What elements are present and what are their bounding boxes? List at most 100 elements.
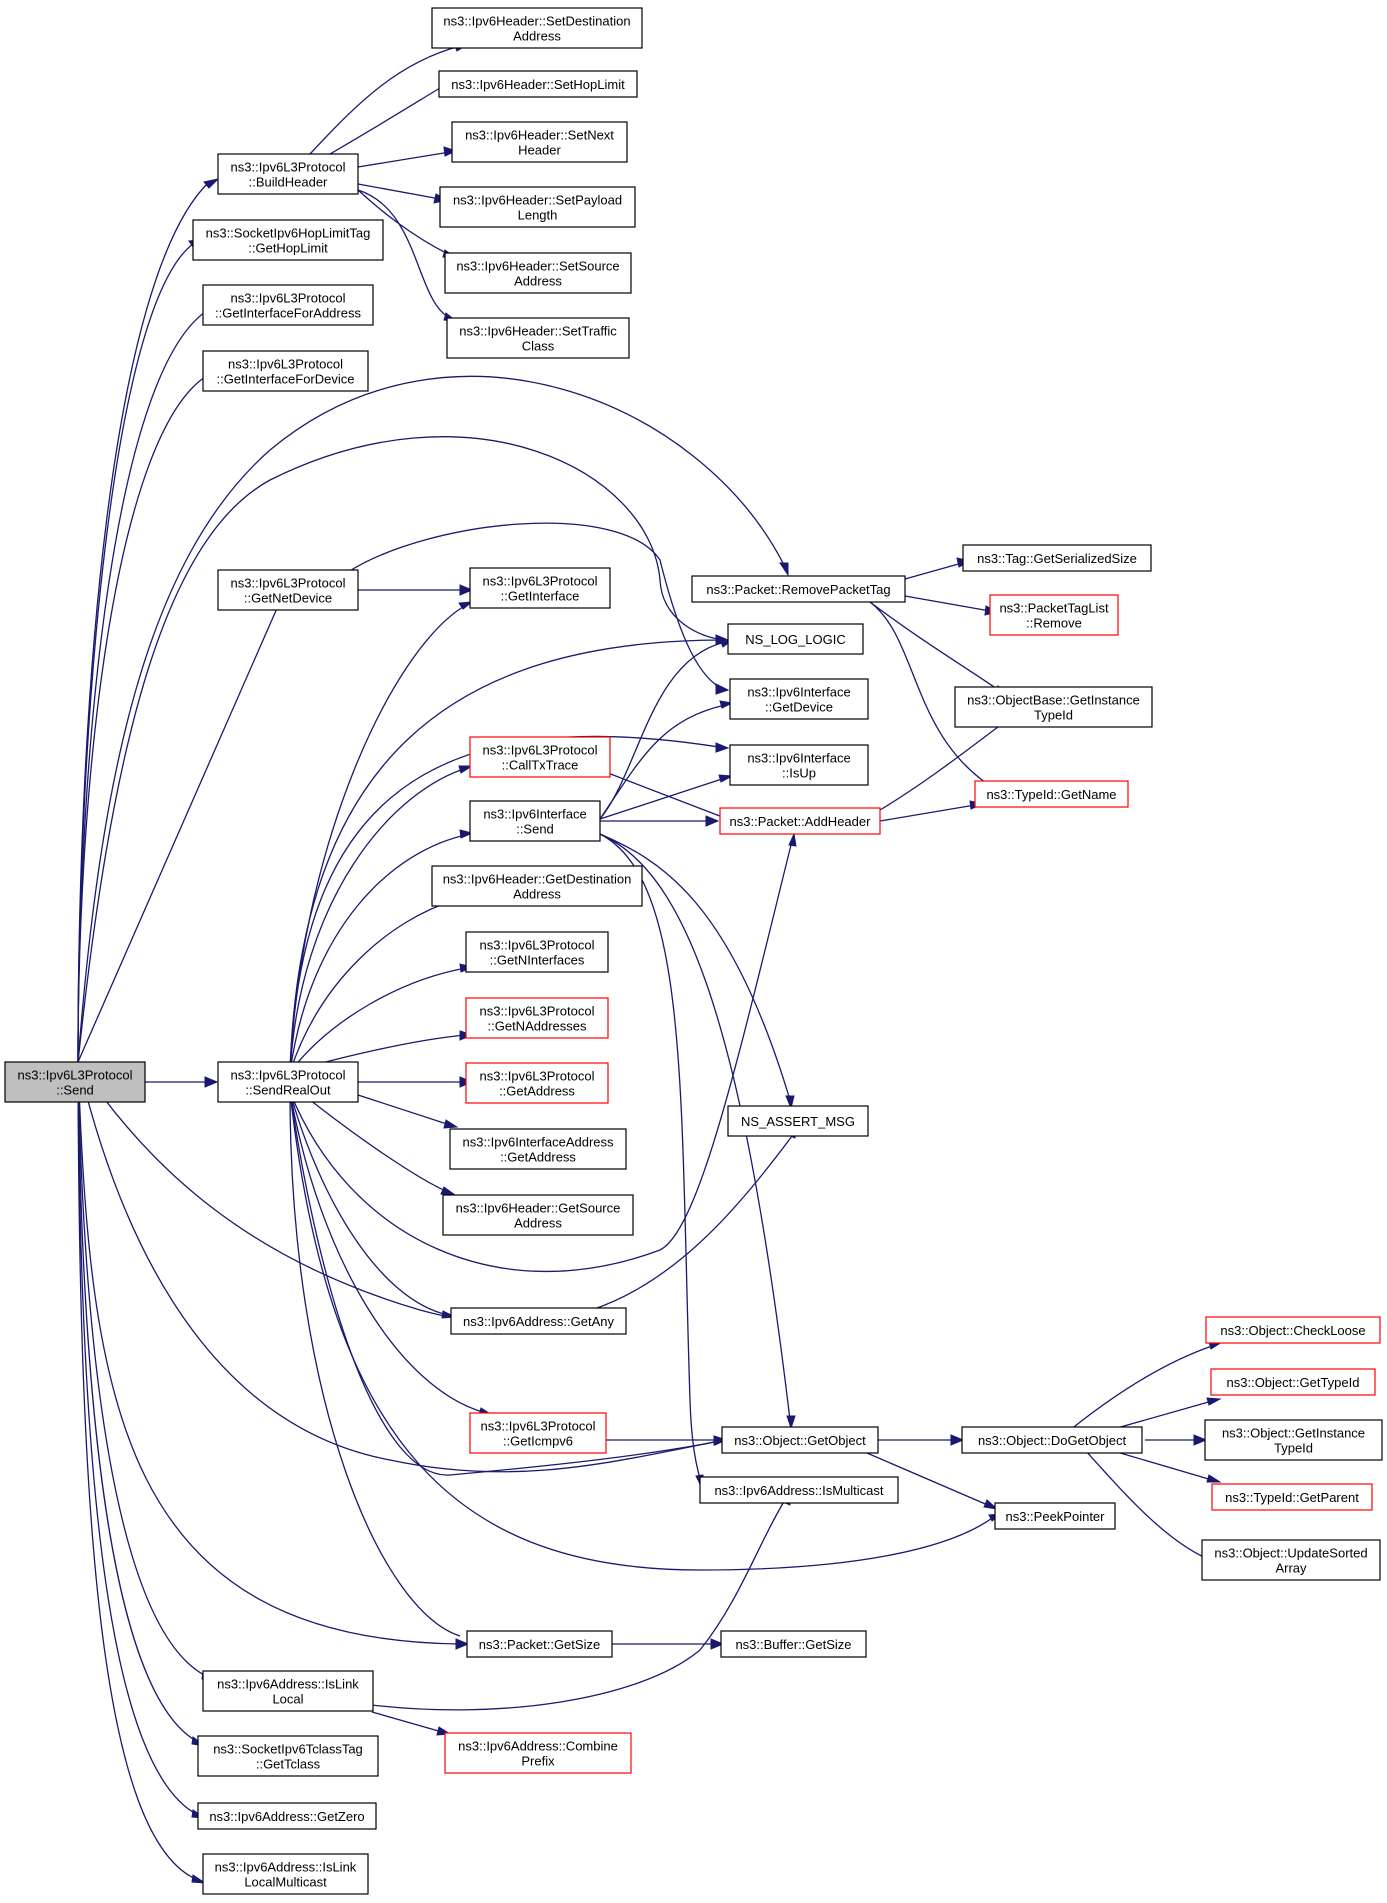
node-ipv6header-sethoplimit[interactable]: ns3::Ipv6Header::SetHopLimit (438, 70, 638, 98)
node-box[interactable] (719, 807, 881, 835)
node-packet-getsize[interactable]: ns3::Packet::GetSize (466, 1630, 613, 1658)
node-box[interactable] (994, 1502, 1116, 1530)
node-socketipv6tclasstag-gettclass[interactable]: ns3::SocketIpv6TclassTag::GetTclass (197, 1735, 379, 1777)
node-box[interactable] (431, 865, 643, 907)
node-packet-addheader[interactable]: ns3::Packet::AddHeader (719, 807, 881, 835)
node-ipv6l3protocol-calltxtrace[interactable]: ns3::Ipv6L3Protocol::CallTxTrace (469, 736, 611, 778)
node-box[interactable] (465, 997, 609, 1039)
node-box[interactable] (217, 1061, 359, 1103)
node-ipv6interface-send[interactable]: ns3::Ipv6Interface::Send (469, 800, 601, 842)
node-box[interactable] (469, 800, 601, 842)
node-box[interactable] (444, 1732, 632, 1774)
node-ipv6address-getzero[interactable]: ns3::Ipv6Address::GetZero (197, 1802, 377, 1830)
node-box[interactable] (954, 686, 1153, 728)
node-object-getobject[interactable]: ns3::Object::GetObject (721, 1426, 879, 1454)
node-box[interactable] (202, 1853, 369, 1895)
node-typeid-getparent[interactable]: ns3::TypeId::GetParent (1211, 1483, 1373, 1511)
node-box[interactable] (202, 1670, 374, 1712)
node-box[interactable] (974, 780, 1129, 808)
node-box[interactable] (202, 350, 369, 392)
node-box[interactable] (4, 1061, 146, 1103)
node-ipv6l3protocol-getninterfaces[interactable]: ns3::Ipv6L3Protocol::GetNInterfaces (465, 931, 609, 973)
node-object-checkloose[interactable]: ns3::Object::CheckLoose (1205, 1316, 1381, 1344)
node-tag-getserializedsize[interactable]: ns3::Tag::GetSerializedSize (962, 544, 1152, 572)
node-box[interactable] (729, 678, 869, 720)
node-box[interactable] (446, 317, 630, 359)
node-box[interactable] (202, 284, 374, 326)
node-sendrealout[interactable]: ns3::Ipv6L3Protocol::SendRealOut (217, 1061, 359, 1103)
node-box[interactable] (1201, 1539, 1381, 1581)
node-ipv6interface-isup[interactable]: ns3::Ipv6Interface::IsUp (729, 744, 869, 786)
node-box[interactable] (721, 1426, 879, 1454)
node-buffer-getsize[interactable]: ns3::Buffer::GetSize (720, 1630, 867, 1658)
node-box[interactable] (442, 1194, 634, 1236)
node-box[interactable] (1210, 1368, 1376, 1396)
node-object-dogetobject[interactable]: ns3::Object::DoGetObject (961, 1426, 1143, 1454)
node-box[interactable] (439, 186, 636, 228)
node-box[interactable] (449, 1128, 627, 1170)
node-box[interactable] (727, 1105, 869, 1137)
node-box[interactable] (466, 1630, 613, 1658)
node-box[interactable] (961, 1426, 1143, 1454)
node-ns-log-logic[interactable]: NS_LOG_LOGIC (727, 623, 864, 655)
node-box[interactable] (1205, 1316, 1381, 1344)
node-ipv6interface-getdevice[interactable]: ns3::Ipv6Interface::GetDevice (729, 678, 869, 720)
node-socketipv6hoplimittag-gethoplimit[interactable]: ns3::SocketIpv6HopLimitTag::GetHopLimit (192, 219, 384, 261)
node-box[interactable] (727, 623, 864, 655)
node-ipv6l3protocol-geticmpv6[interactable]: ns3::Ipv6L3Protocol::GetIcmpv6 (469, 1412, 607, 1454)
node-ipv6l3protocol-getnaddresses[interactable]: ns3::Ipv6L3Protocol::GetNAddresses (465, 997, 609, 1039)
node-box[interactable] (444, 252, 632, 294)
node-packettaglist-remove[interactable]: ns3::PacketTagList::Remove (989, 594, 1119, 636)
node-box[interactable] (192, 219, 384, 261)
node-getinterfaceforaddress[interactable]: ns3::Ipv6L3Protocol::GetInterfaceForAddr… (202, 284, 374, 326)
node-object-gettypeid[interactable]: ns3::Object::GetTypeId (1210, 1368, 1376, 1396)
node-box[interactable] (465, 1062, 609, 1104)
node-box[interactable] (989, 594, 1119, 636)
node-ipv6address-getany[interactable]: ns3::Ipv6Address::GetAny (450, 1307, 627, 1335)
node-box[interactable] (469, 1412, 607, 1454)
node-box[interactable] (469, 567, 611, 609)
node-box[interactable] (699, 1476, 899, 1504)
node-box[interactable] (197, 1735, 379, 1777)
node-packet-removepackettag[interactable]: ns3::Packet::RemovePacketTag (691, 575, 906, 603)
node-buildheader[interactable]: ns3::Ipv6L3Protocol::BuildHeader (217, 153, 359, 195)
node-box[interactable] (438, 70, 638, 98)
node-box[interactable] (729, 744, 869, 786)
node-box[interactable] (217, 569, 359, 611)
node-box[interactable] (1211, 1483, 1373, 1511)
node-box[interactable] (451, 121, 628, 163)
node-box[interactable] (691, 575, 906, 603)
node-box[interactable] (720, 1630, 867, 1658)
node-ipv6address-ismulticast[interactable]: ns3::Ipv6Address::IsMulticast (699, 1476, 899, 1504)
node-ipv6interfaceaddress-getaddress[interactable]: ns3::Ipv6InterfaceAddress::GetAddress (449, 1128, 627, 1170)
node-ns-assert-msg[interactable]: NS_ASSERT_MSG (727, 1105, 869, 1137)
node-box[interactable] (469, 736, 611, 778)
node-box[interactable] (450, 1307, 627, 1335)
node-ipv6l3protocol-send[interactable]: ns3::Ipv6L3Protocol::Send (4, 1061, 146, 1103)
node-box[interactable] (1204, 1419, 1383, 1461)
node-getinterfacefordevice[interactable]: ns3::Ipv6L3Protocol::GetInterfaceForDevi… (202, 350, 369, 392)
node-typeid-getname[interactable]: ns3::TypeId::GetName (974, 780, 1129, 808)
node-box[interactable] (217, 153, 359, 195)
node-ipv6l3protocol-getaddress[interactable]: ns3::Ipv6L3Protocol::GetAddress (465, 1062, 609, 1104)
node-ipv6l3protocol-getinterface[interactable]: ns3::Ipv6L3Protocol::GetInterface (469, 567, 611, 609)
node-box[interactable] (431, 7, 643, 49)
node-getnetdevice[interactable]: ns3::Ipv6L3Protocol::GetNetDevice (217, 569, 359, 611)
node-box[interactable] (962, 544, 1152, 572)
node-box[interactable] (197, 1802, 377, 1830)
node-peekpointer[interactable]: ns3::PeekPointer (994, 1502, 1116, 1530)
node-box[interactable] (465, 931, 609, 973)
